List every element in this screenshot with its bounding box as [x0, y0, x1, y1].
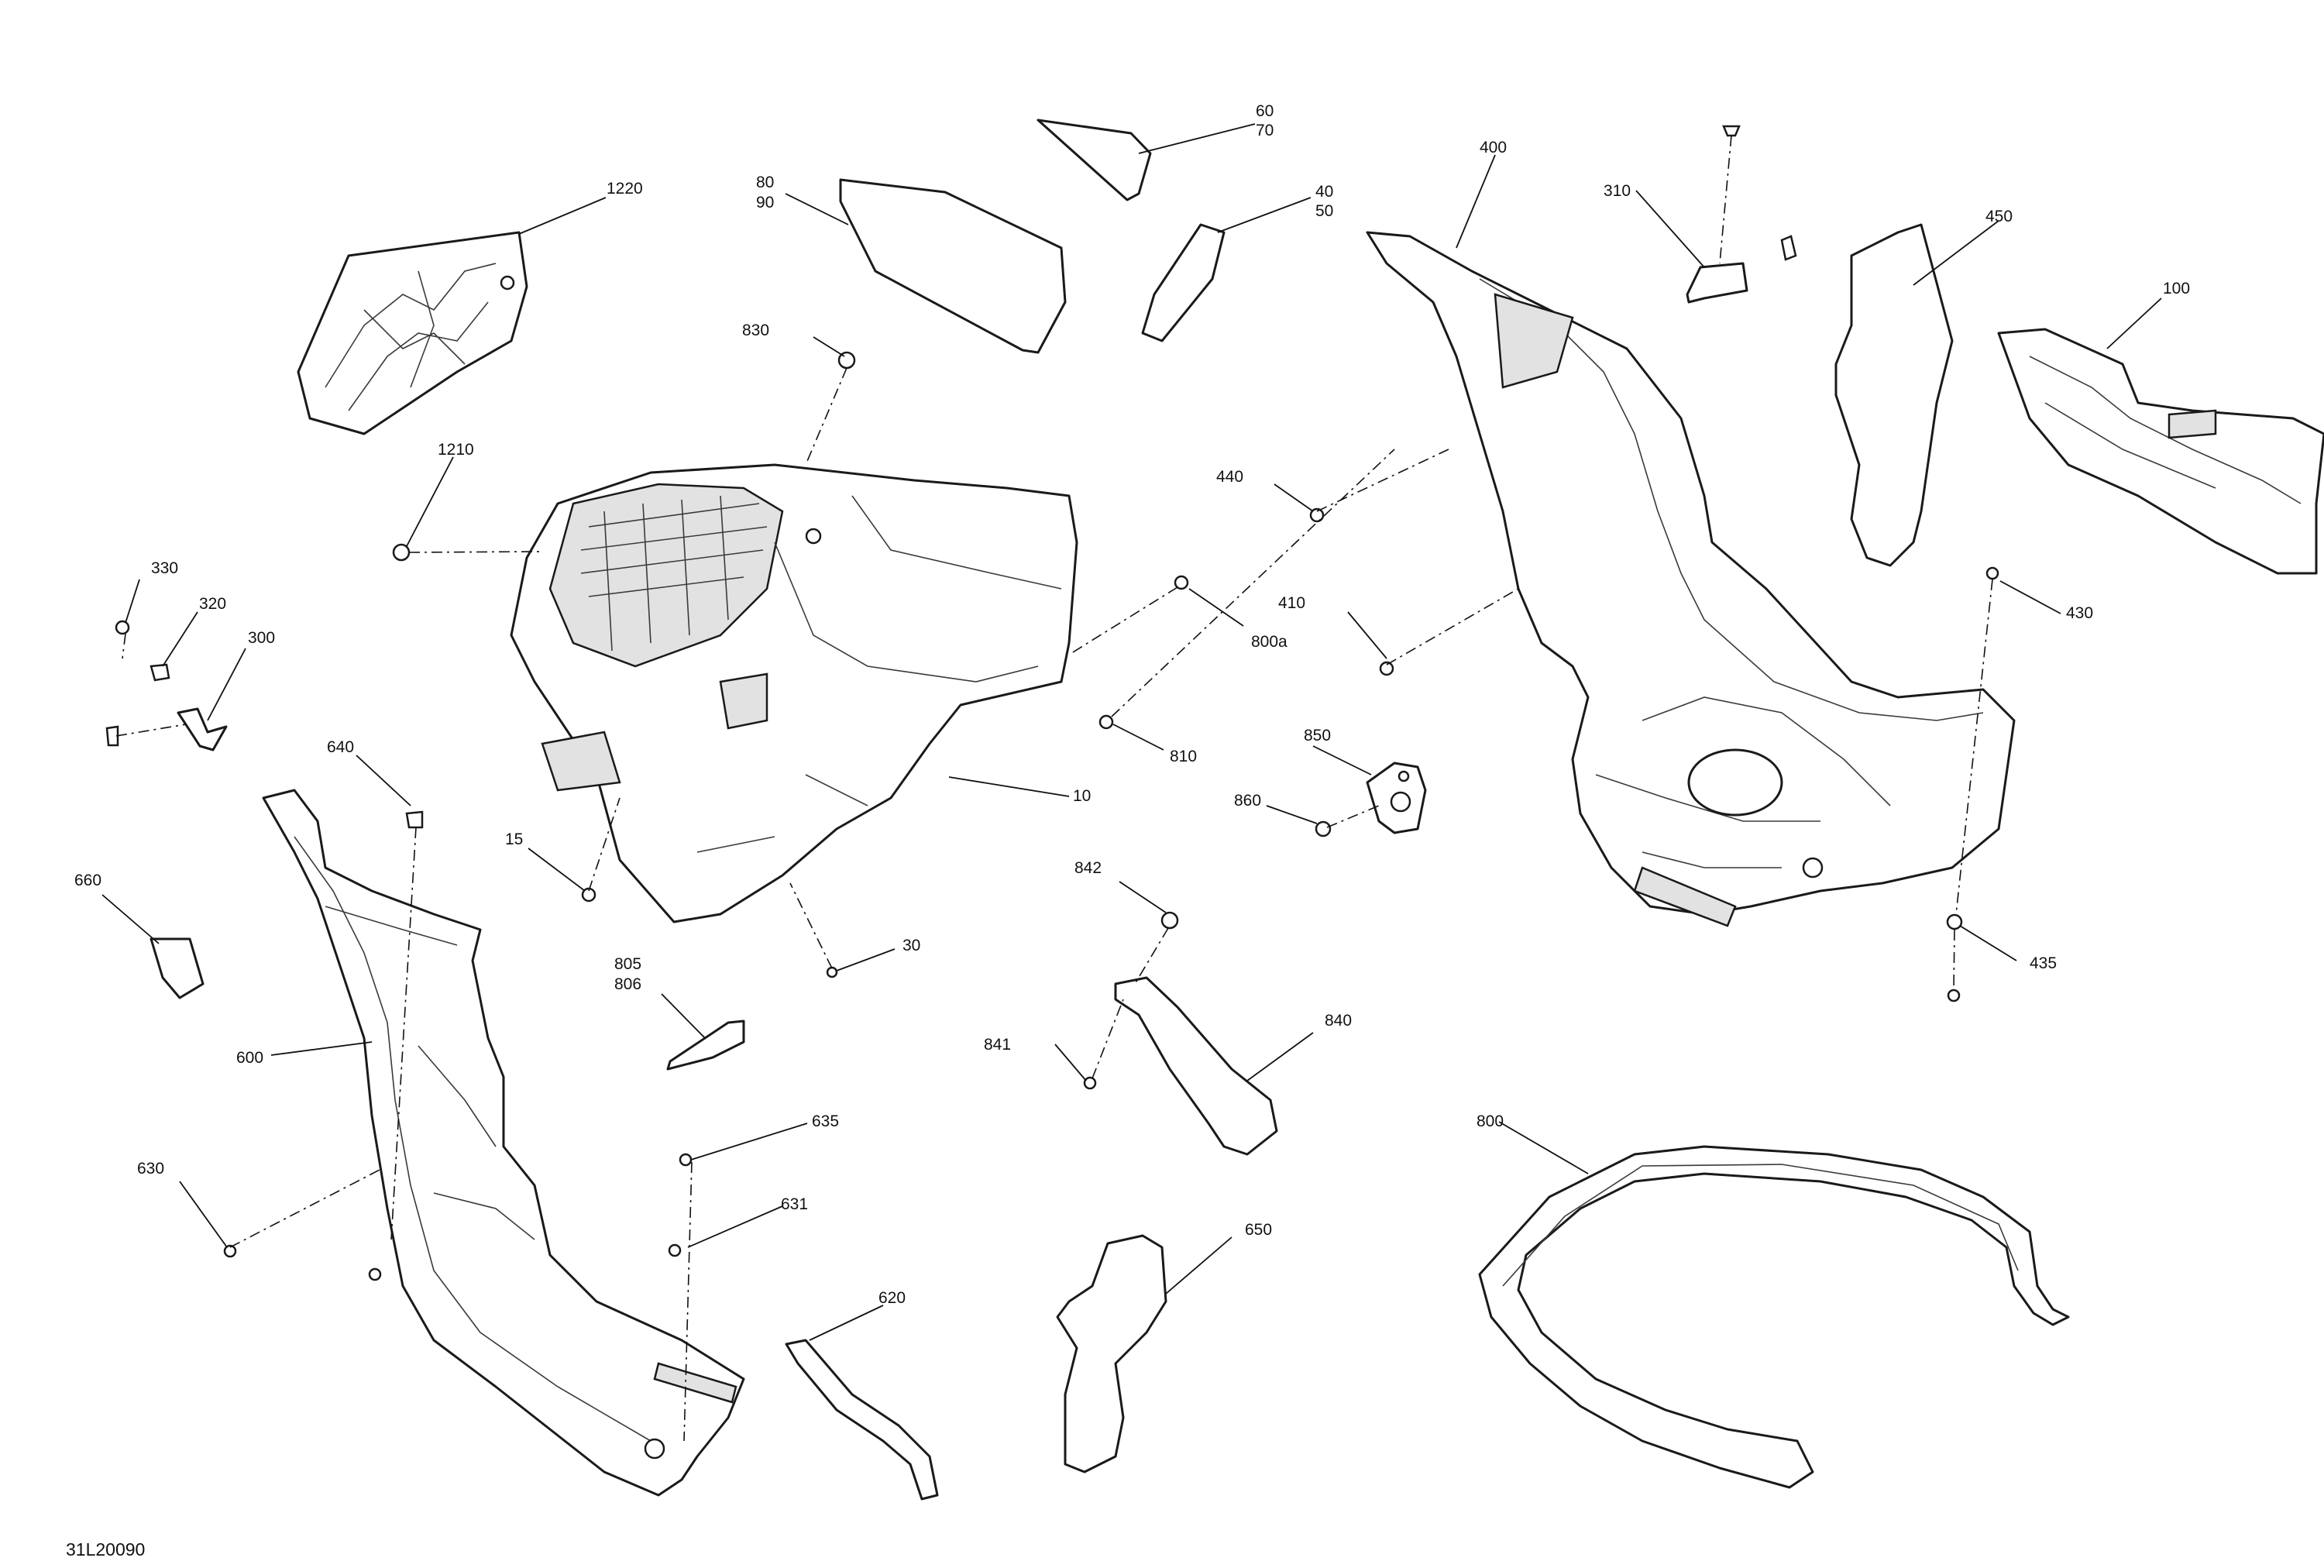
part-805-806-bracket [666, 1020, 745, 1071]
callout-800a: 800a [1251, 633, 1287, 651]
part-840-support-bracket [1114, 911, 1278, 1156]
part-60-70-pad [1037, 119, 1152, 201]
callout-330: 330 [151, 559, 178, 577]
callout-60: 60 [1256, 102, 1274, 120]
callout-600: 600 [236, 1049, 263, 1067]
part-310-bracket [1686, 125, 1797, 304]
callout-400: 400 [1480, 139, 1507, 156]
fasteners [223, 351, 1999, 1281]
part-800-bumper-frame [1478, 1145, 2070, 1489]
callout-830: 830 [742, 322, 769, 339]
callout-300: 300 [248, 629, 275, 647]
callout-660: 660 [74, 872, 101, 889]
part-620-rod [785, 1339, 939, 1501]
callout-410: 410 [1278, 594, 1305, 612]
callout-620: 620 [878, 1289, 906, 1307]
assembly-lines [229, 367, 1993, 1442]
callout-631: 631 [781, 1195, 808, 1213]
part-650-trim [1056, 1234, 1167, 1473]
part-450-side-panel [1834, 223, 1954, 567]
part-100-rear-fender [1997, 328, 2324, 575]
drawing-number: 31L20090 [66, 1539, 145, 1559]
callout-840: 840 [1325, 1012, 1352, 1030]
callout-40: 40 [1315, 183, 1333, 201]
callout-850: 850 [1304, 727, 1331, 744]
callout-435: 435 [2030, 954, 2057, 972]
callout-430: 430 [2066, 604, 2093, 622]
callout-635: 635 [812, 1112, 839, 1130]
callout-50: 50 [1315, 202, 1333, 220]
callout-30: 30 [902, 937, 920, 954]
callout-labels: 1220 80 90 60 70 40 50 400 310 450 100 8… [74, 102, 2190, 1307]
part-600-side-panel [262, 789, 745, 1497]
callout-80: 80 [756, 174, 774, 191]
callout-320: 320 [199, 595, 226, 613]
callout-842: 842 [1074, 859, 1102, 877]
callout-630: 630 [137, 1160, 164, 1178]
callout-70: 70 [1256, 122, 1274, 139]
part-850-plate [1366, 762, 1427, 834]
callout-15: 15 [505, 830, 523, 848]
callout-1220: 1220 [607, 180, 643, 198]
part-660-wedge [150, 937, 205, 999]
callout-90: 90 [756, 194, 774, 211]
part-10-center-console [510, 463, 1078, 923]
callout-640: 640 [327, 738, 354, 756]
callout-10: 10 [1073, 787, 1091, 805]
callout-806: 806 [614, 975, 641, 993]
callout-650: 650 [1245, 1221, 1272, 1239]
callout-310: 310 [1604, 182, 1631, 200]
callout-805: 805 [614, 955, 641, 973]
part-300-bracket [105, 620, 228, 751]
leader-lines [101, 123, 2162, 1341]
callout-1210: 1210 [438, 441, 474, 459]
part-80-90-pad [839, 178, 1067, 354]
callout-841: 841 [984, 1036, 1011, 1054]
part-400-side-fender [1366, 231, 2016, 927]
callout-800: 800 [1477, 1112, 1504, 1130]
callout-100: 100 [2163, 280, 2190, 297]
callout-860: 860 [1234, 792, 1261, 810]
part-40-50-pad [1141, 223, 1226, 342]
callout-450: 450 [1985, 208, 2013, 225]
callout-810: 810 [1170, 748, 1197, 765]
part-1220-grille-panel [297, 231, 528, 435]
callout-440: 440 [1216, 468, 1243, 486]
